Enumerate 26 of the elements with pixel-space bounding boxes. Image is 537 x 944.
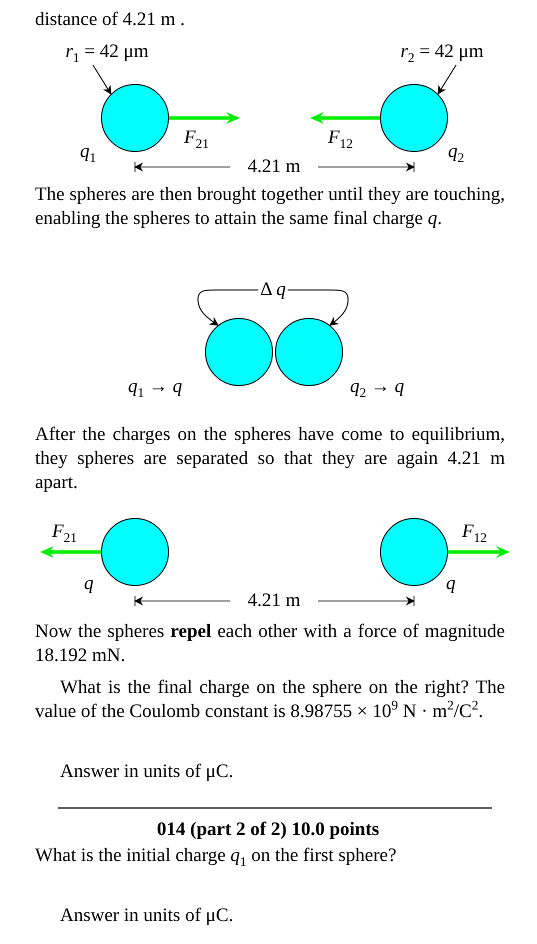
heading: 014 (part 2 of 2) 10.0 points [156, 818, 380, 842]
charge-label: q$_{1}$ [80, 140, 96, 164]
force-label: F$_{12}$ [462, 520, 487, 544]
paragraph: What is the initial charge q$_{1}$ on the first sphere? [35, 844, 398, 868]
leader-line [438, 64, 457, 95]
charge-label: q [84, 572, 94, 596]
paragraph: Answer in units of μC. [60, 904, 234, 928]
leader-text: r$_{1}$ = 42 μm [66, 40, 148, 64]
leader-line [92, 64, 112, 95]
paragraph: Answer in units of μC. [60, 760, 234, 784]
charge-label: q$_{2}$ [448, 140, 464, 164]
charge-label: q$_{1}$ → q [128, 375, 182, 399]
paragraph: The spheres are then brought together until they are touching, enabling the spheres to attain the same final charge q. [35, 183, 505, 231]
force-label: F$_{12}$ [328, 126, 353, 150]
leader-text: r$_{2}$ = 42 μm [400, 40, 484, 64]
paragraph: After the charges on the spheres have come to equilibrium, they spheres are separated so that they are again 4.21 m apart. [35, 423, 505, 495]
paragraph: What is the final charge on the sphere on the right? The value of the Coulomb constant is 8.98755 × 10$^{9}$ N · m$^{2}$/C$^{2}$. [35, 676, 505, 724]
charge-label: q [446, 572, 456, 596]
curved-arrow [287, 290, 349, 326]
curved-arrow [197, 290, 259, 326]
charge-label: q$_{2}$ → q [350, 375, 404, 399]
leader-text: Δ q [260, 278, 286, 302]
force-label: F$_{21}$ [184, 126, 209, 150]
paragraph: distance of 4.21 m . [35, 8, 185, 32]
paragraph: Now the spheres repel each other with a force of magnitude 18.192 mN. [35, 620, 505, 668]
force-label: F$_{21}$ [52, 520, 77, 544]
